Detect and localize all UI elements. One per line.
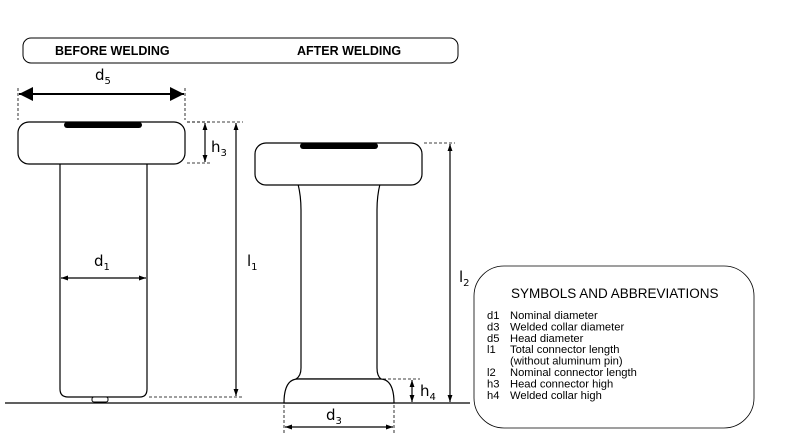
- d1-label: d1: [94, 252, 110, 273]
- dimension-l1: l1: [149, 121, 258, 398]
- legend-symbol: d3: [487, 321, 499, 333]
- dimension-l2: l2: [424, 142, 470, 402]
- legend-symbol: l2: [487, 367, 496, 379]
- welded-collar: [283, 378, 395, 404]
- legend-symbol: l1: [487, 344, 496, 356]
- head-top-marking-welded: [300, 143, 378, 149]
- l2-label: l2: [459, 268, 470, 289]
- aluminum-pin: [91, 396, 109, 403]
- legend-description: Nominal diameter: [510, 310, 598, 322]
- d5-label: d5: [95, 66, 111, 87]
- dimension-h4: h4: [383, 378, 436, 403]
- head-top-marking: [64, 122, 142, 128]
- legend-title: SYMBOLS AND ABBREVIATIONS: [511, 286, 719, 301]
- legend-symbol: h4: [487, 390, 499, 402]
- connector-shank-welded: [293, 183, 383, 380]
- legend-symbol: h3: [487, 378, 499, 390]
- connector-head: [17, 121, 186, 165]
- legend-symbol: d5: [487, 333, 499, 345]
- h3-label: h3: [211, 138, 227, 159]
- before-welding-label: BEFORE WELDING: [55, 44, 170, 58]
- legend-description: Head connector high: [510, 378, 613, 390]
- legend-description: (without aluminum pin): [510, 356, 623, 368]
- dimension-d3: d3: [283, 405, 395, 434]
- legend-description: Head diameter: [510, 333, 584, 345]
- legend-box: SYMBOLS AND ABBREVIATIONS d1 Nominal diam…: [473, 265, 755, 429]
- dimension-d5: d5: [17, 66, 186, 120]
- connector-head-welded: [254, 142, 423, 186]
- legend-description: Total connector length: [510, 344, 619, 356]
- legend-list: d1 Nominal diameter d3 Welded collar diamet…: [487, 310, 637, 402]
- h4-label: h4: [420, 382, 436, 403]
- legend-description: Nominal connector length: [510, 367, 637, 379]
- dimension-d1: d1: [61, 252, 146, 281]
- l1-label: l1: [247, 252, 258, 273]
- dimension-h3: h3: [187, 121, 227, 164]
- legend-description: Welded collar high: [510, 390, 602, 402]
- header-bar: BEFORE WELDING AFTER WELDING: [22, 37, 459, 64]
- legend-description: Welded collar diameter: [510, 321, 624, 333]
- after-welding-label: AFTER WELDING: [297, 44, 401, 58]
- connector-after-welding: [254, 142, 423, 404]
- d3-label: d3: [326, 406, 342, 427]
- legend-symbol: d1: [487, 310, 499, 322]
- connector-shank: [59, 163, 148, 398]
